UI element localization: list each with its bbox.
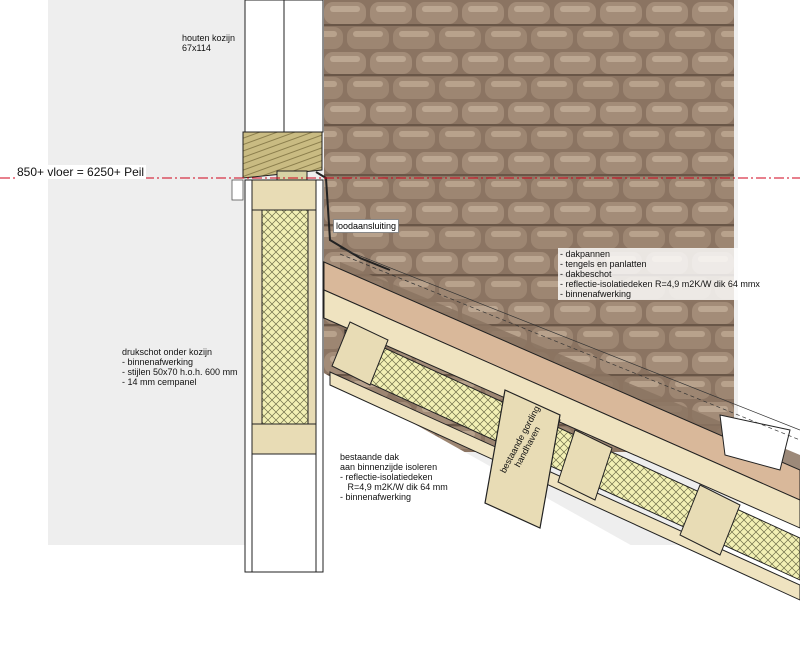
roof-layer-5: - binnenafwerking [560,289,632,299]
lead-flashing [315,171,391,271]
purlin [484,389,561,529]
label-roof-layers: - dakpannen - tengels en panlatten - dak… [558,248,762,300]
insulate-line-2: aan binnenzijde isoleren [340,462,438,472]
knee-wall-insulation [261,209,309,425]
roof-layer-2: - tengels en panlatten [560,259,647,269]
label-knee-wall: drukschot onder kozijn - binnenafwerking… [122,347,238,387]
roof-layer-3: - dakbeschot [560,269,612,279]
insulate-line-4: R=4,9 m2K/W dik 64 mm [340,482,448,492]
insulate-line-1: bestaande dak [340,452,400,462]
knee-wall-line-4: - 14 mm cempanel [122,377,197,387]
roof-layer-4: - reflectie-isolatiedeken R=4,9 m2K/W di… [560,279,760,289]
label-frame: houten kozijn 67x114 [182,33,235,53]
roof-rafter [323,289,800,529]
label-insulate-roof: bestaande dak aan binnenzijde isoleren -… [340,452,448,502]
level-label: 850+ vloer = 6250+ Peil [15,165,147,179]
knee-wall-line-2: - binnenafwerking [122,357,194,367]
label-frame-line-1: houten kozijn [182,33,236,43]
insulate-line-3: - reflectie-isolatiedeken [340,472,433,482]
roof-boarding [323,261,800,501]
window-sill [242,131,323,179]
knee-wall-line-1: drukschot onder kozijn [122,347,213,357]
roof-layer-1: - dakpannen [560,249,611,259]
label-lead-flashing: loodaansluiting [333,219,400,233]
label-frame-line-2: 67x114 [182,43,211,53]
insulate-line-5: - binnenafwerking [340,492,412,502]
knee-wall-line-3: - stijlen 50x70 h.o.h. 600 mm [122,367,238,377]
interior-area [322,372,800,650]
roof-inner-finish [329,371,800,601]
